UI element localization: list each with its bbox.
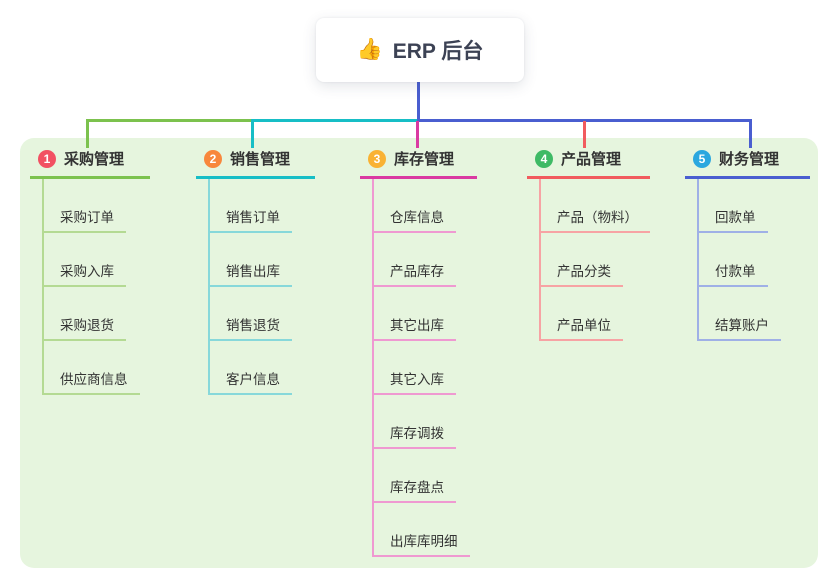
child-node[interactable]: 采购退货: [44, 287, 126, 341]
connector-branch4-drop: [583, 121, 586, 148]
branch-header-5[interactable]: 5 财务管理: [685, 148, 810, 179]
child-node[interactable]: 产品（物料）: [541, 179, 650, 233]
branch-1: 1 采购管理采购订单采购入库采购退货供应商信息: [30, 148, 150, 395]
child-node[interactable]: 产品单位: [541, 287, 623, 341]
child-node[interactable]: 仓库信息: [374, 179, 456, 233]
connector-branch5-drop: [749, 119, 752, 148]
branch-header-4[interactable]: 4 产品管理: [527, 148, 650, 179]
branch-children: 仓库信息产品库存其它出库其它入库库存调拨库存盘点出库库明细: [372, 179, 477, 557]
thumbs-up-icon: 👍: [356, 38, 383, 61]
root-connector-line: [417, 82, 420, 122]
connector-branch5-horizontal: [417, 119, 752, 122]
child-node[interactable]: 库存调拨: [374, 395, 456, 449]
child-node[interactable]: 产品分类: [541, 233, 623, 287]
branch-label: 财务管理: [719, 151, 780, 168]
child-node[interactable]: 供应商信息: [44, 341, 140, 395]
branch-children: 采购订单采购入库采购退货供应商信息: [42, 179, 150, 395]
branch-label: 销售管理: [230, 151, 291, 168]
branch-badge: 4: [535, 149, 553, 168]
branch-2: 2 销售管理销售订单销售出库销售退货客户信息: [196, 148, 315, 395]
child-node[interactable]: 客户信息: [210, 341, 292, 395]
child-node[interactable]: 库存盘点: [374, 449, 456, 503]
branch-badge: 2: [204, 149, 222, 168]
branch-header-2[interactable]: 2 销售管理: [196, 148, 315, 179]
branch-header-1[interactable]: 1 采购管理: [30, 148, 150, 179]
branch-label: 产品管理: [561, 151, 622, 168]
root-node[interactable]: 👍 ERP 后台: [316, 18, 524, 82]
child-node[interactable]: 销售订单: [210, 179, 292, 233]
child-node[interactable]: 销售退货: [210, 287, 292, 341]
branch-header-3[interactable]: 3 库存管理: [360, 148, 477, 179]
connector-branch1-horizontal: [86, 119, 254, 122]
branch-children: 回款单付款单结算账户: [697, 179, 810, 341]
child-node[interactable]: 其它出库: [374, 287, 456, 341]
child-node[interactable]: 出库库明细: [374, 503, 470, 557]
branch-4: 4 产品管理产品（物料）产品分类产品单位: [527, 148, 650, 341]
connector-branch1-drop: [86, 119, 89, 148]
branch-label: 库存管理: [394, 151, 455, 168]
connector-branch2-drop: [251, 119, 254, 148]
branch-badge: 3: [368, 149, 386, 168]
child-node[interactable]: 付款单: [699, 233, 768, 287]
branch-label: 采购管理: [64, 151, 125, 168]
connector-branch2-horizontal: [252, 119, 417, 122]
child-node[interactable]: 回款单: [699, 179, 768, 233]
child-node[interactable]: 其它入库: [374, 341, 456, 395]
branch-children: 产品（物料）产品分类产品单位: [539, 179, 650, 341]
branch-badge: 5: [693, 149, 711, 168]
child-node[interactable]: 采购订单: [44, 179, 126, 233]
branch-3: 3 库存管理仓库信息产品库存其它出库其它入库库存调拨库存盘点出库库明细: [360, 148, 477, 557]
branch-badge: 1: [38, 149, 56, 168]
branch-5: 5 财务管理回款单付款单结算账户: [685, 148, 810, 341]
branches-panel: [20, 138, 818, 568]
branch-children: 销售订单销售出库销售退货客户信息: [208, 179, 315, 395]
child-node[interactable]: 采购入库: [44, 233, 126, 287]
child-node[interactable]: 结算账户: [699, 287, 781, 341]
root-label: ERP 后台: [392, 40, 484, 63]
child-node[interactable]: 销售出库: [210, 233, 292, 287]
connector-branch3-drop: [416, 121, 419, 148]
child-node[interactable]: 产品库存: [374, 233, 456, 287]
